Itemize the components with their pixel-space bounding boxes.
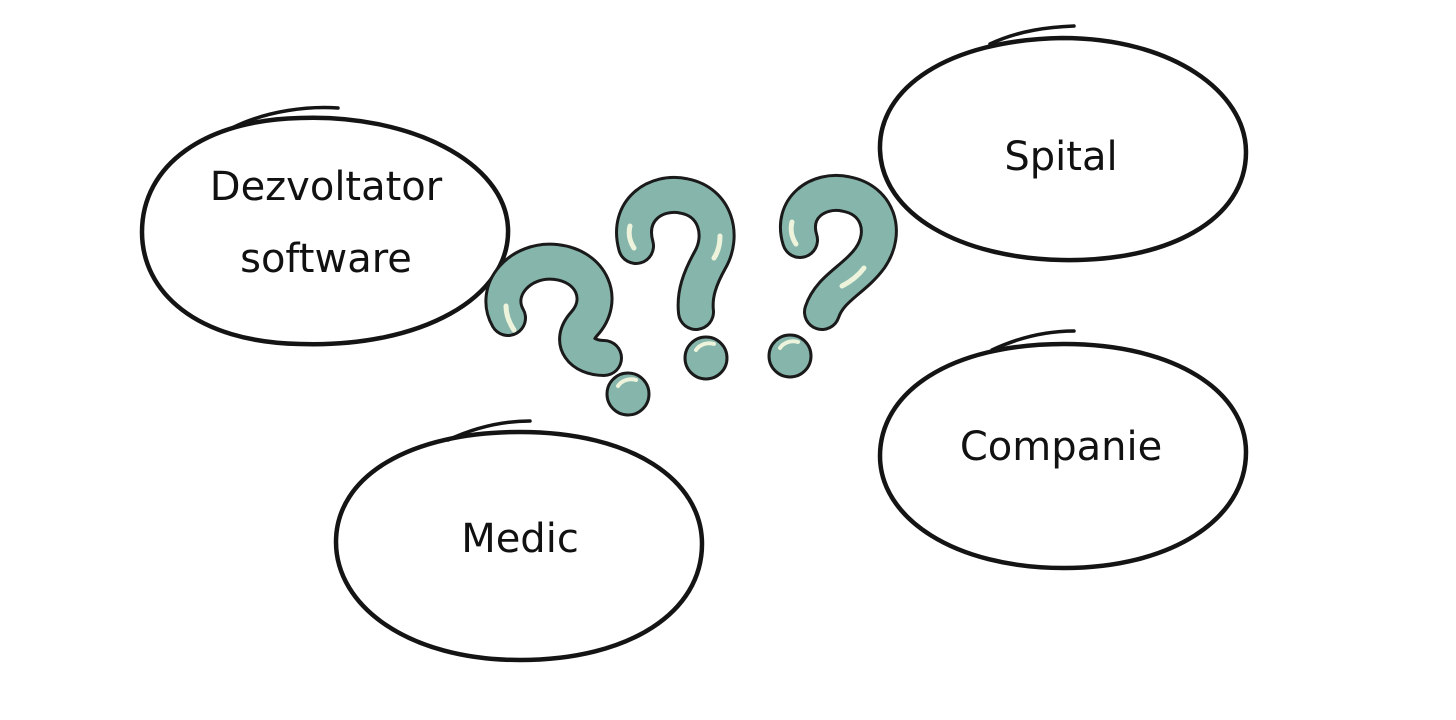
bubble-label-line-1: Dezvoltator xyxy=(210,164,443,210)
bubble-software-developer: Dezvoltator software xyxy=(139,105,511,347)
bubble-stroke-tail xyxy=(990,329,1076,352)
bubble-stroke-tail xyxy=(988,24,1076,46)
bubble-outline xyxy=(139,115,511,347)
question-mark-icon xyxy=(767,173,898,379)
bubble-outline xyxy=(333,429,705,663)
question-mark-icon xyxy=(484,242,651,417)
bubble-label-line-2: software xyxy=(240,236,412,282)
question-marks-icon xyxy=(484,173,898,417)
bubble-label: Companie xyxy=(960,424,1162,470)
bubble-outline xyxy=(877,341,1249,571)
bubble-label: Spital xyxy=(1004,134,1117,180)
bubble-stroke-tail xyxy=(230,105,340,130)
bubble-company: Companie xyxy=(877,329,1249,571)
question-mark-fill xyxy=(618,179,733,328)
bubble-hospital: Spital xyxy=(877,24,1249,263)
bubble-doctor: Medic xyxy=(333,419,705,663)
bubble-label: Medic xyxy=(461,516,579,562)
bubble-stroke-tail xyxy=(446,419,532,442)
question-mark-icon xyxy=(615,176,736,381)
question-mark-fill xyxy=(487,245,620,374)
bubble-outline xyxy=(877,35,1249,263)
